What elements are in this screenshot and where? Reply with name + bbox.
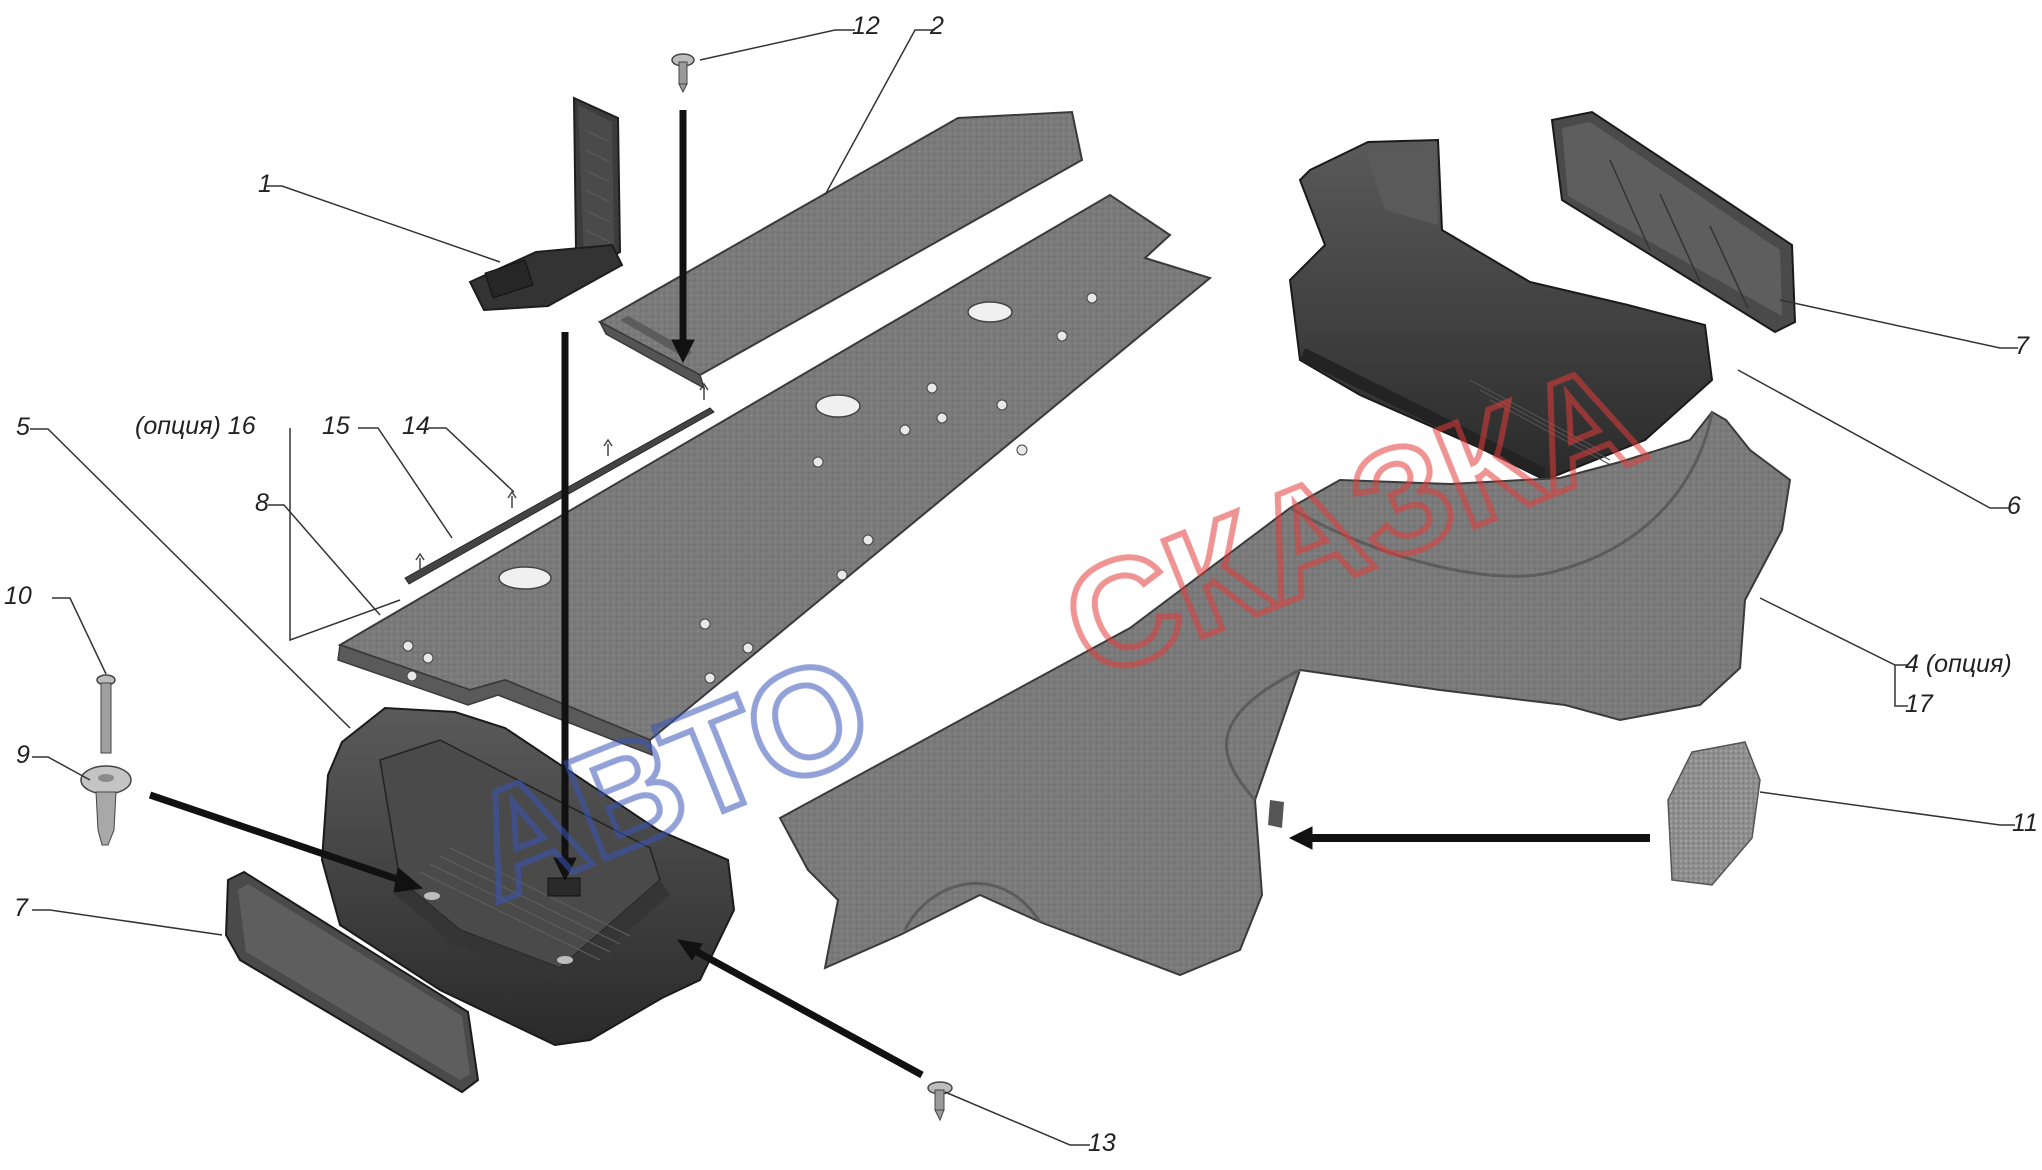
label-part-12: 12 <box>852 12 880 40</box>
part-6-rear-box <box>1288 138 1714 482</box>
leader-lines <box>30 29 2018 1146</box>
part-4-rear-carpet <box>778 410 1792 977</box>
label-part-11: 11 <box>2012 809 2038 837</box>
part-12-screw <box>671 53 695 94</box>
label-part-6: 6 <box>2007 492 2021 520</box>
label-part-17: 17 <box>1905 690 1933 718</box>
part-7-right-cover <box>1550 110 1797 334</box>
label-part-7-right: 7 <box>2015 332 2029 360</box>
part-15-sill-strip <box>404 407 715 585</box>
label-part-15: 15 <box>322 412 350 440</box>
label-part-1: 1 <box>258 170 272 198</box>
part-13-screw <box>927 1081 953 1122</box>
label-part-7-left: 7 <box>14 894 28 922</box>
label-part-13: 13 <box>1088 1129 1116 1157</box>
assembly-arrows <box>148 110 1650 1079</box>
part-1-bracket <box>468 96 624 312</box>
part-11-foam-insert <box>1667 741 1761 886</box>
label-part-8: 8 <box>255 489 269 517</box>
label-part-9: 9 <box>16 741 30 769</box>
part-2-floor-panel <box>597 110 1084 390</box>
part-5-front-step-box <box>320 706 736 1047</box>
label-part-4: 4 (опция) <box>1905 650 2012 678</box>
label-part-10: 10 <box>4 582 32 610</box>
label-part-5: 5 <box>16 413 30 441</box>
part-9-push-clip <box>80 765 132 846</box>
part-10-pin <box>96 674 116 754</box>
label-part-14: 14 <box>402 412 430 440</box>
part-14-clips <box>415 382 709 570</box>
part-7-left-cover <box>224 870 480 1094</box>
label-part-2: 2 <box>930 12 944 40</box>
label-part-16: (опция) 16 <box>135 412 256 440</box>
part-8-main-floor <box>337 193 1213 757</box>
